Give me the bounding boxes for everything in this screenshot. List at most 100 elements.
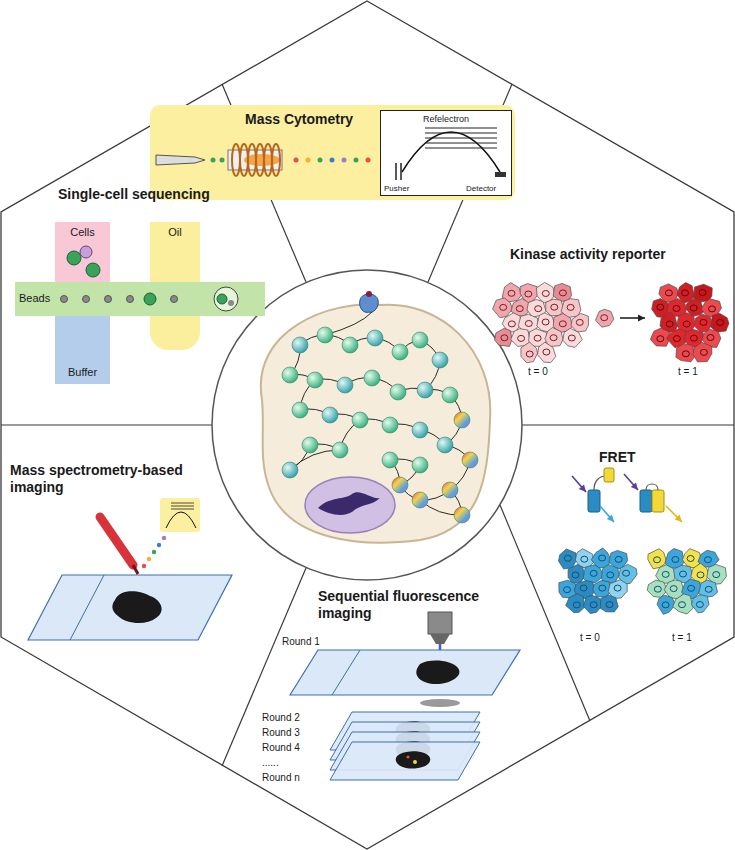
ion-dot xyxy=(162,536,166,540)
tissue-section xyxy=(416,661,459,684)
cell-nucleus xyxy=(542,319,549,325)
ion-dot xyxy=(157,543,161,547)
cell-nucleus xyxy=(688,585,695,591)
section-title: Single-cell sequencing xyxy=(58,186,210,203)
cell-nucleus xyxy=(680,571,687,577)
cell-nucleus xyxy=(690,305,697,311)
fret-acceptor xyxy=(652,490,664,512)
nucleus xyxy=(305,477,395,533)
signaling-protein xyxy=(282,462,298,478)
cell xyxy=(538,342,556,363)
round-label: Round n xyxy=(262,772,300,784)
cell-nucleus xyxy=(673,306,680,312)
stage-disc xyxy=(420,699,460,707)
cell-nucleus xyxy=(601,315,608,321)
signaling-protein xyxy=(382,452,398,468)
objective-lens xyxy=(430,634,450,644)
cell xyxy=(676,344,695,362)
cell-nucleus xyxy=(657,304,664,310)
signaling-protein xyxy=(364,370,380,386)
chromatin xyxy=(318,492,380,515)
cell xyxy=(692,595,709,613)
cell-nucleus xyxy=(518,335,525,341)
sector-divider xyxy=(222,568,306,766)
round-label: Round 2 xyxy=(262,712,300,724)
time-label: t = 1 xyxy=(678,366,698,378)
cell xyxy=(546,299,565,316)
cell-nucleus xyxy=(607,572,614,578)
cell-nucleus xyxy=(713,572,720,578)
cell-nucleus xyxy=(599,555,606,561)
cell-nucleus xyxy=(559,290,566,296)
signaling-protein xyxy=(302,437,318,453)
cell-cluster xyxy=(647,549,726,615)
mini-mirror xyxy=(171,503,194,504)
cell xyxy=(553,283,571,301)
instrument-panel: Mass CytometryRefelectronPusherDetector xyxy=(150,105,515,200)
section-title: FRET xyxy=(599,449,636,466)
cell-nucleus xyxy=(572,572,579,578)
cell-nucleus xyxy=(709,306,716,312)
signaling-protein xyxy=(412,457,428,473)
cell xyxy=(650,328,669,346)
glass-slide xyxy=(290,650,520,695)
cell xyxy=(563,328,582,347)
cell-nucleus xyxy=(526,351,533,357)
signaling-protein xyxy=(417,382,433,398)
node-heading: Beads xyxy=(19,292,50,305)
node-heading: Oil xyxy=(150,226,200,239)
cell-nucleus xyxy=(576,319,583,325)
cell-nucleus xyxy=(690,335,697,341)
signaling-protein xyxy=(454,507,470,523)
cell xyxy=(673,594,693,614)
cell xyxy=(521,342,538,363)
fluorescent-spot xyxy=(406,755,409,758)
cell-nucleus xyxy=(657,336,664,342)
section-title: Sequential fluorescence imaging xyxy=(318,588,518,622)
tissue-section xyxy=(396,751,430,768)
signaling-protein xyxy=(442,387,458,403)
time-label: t = 1 xyxy=(672,632,692,644)
cell-nucleus xyxy=(501,335,508,341)
cell-nucleus xyxy=(525,321,532,327)
sector-illustrations xyxy=(28,282,729,780)
cell xyxy=(699,580,718,597)
arrow-head xyxy=(675,515,682,522)
cell-cluster xyxy=(559,548,638,614)
mini-ion-path xyxy=(166,512,196,528)
cell-nucleus xyxy=(508,321,515,327)
cell xyxy=(600,595,618,612)
slide-division xyxy=(332,650,360,695)
signaling-protein xyxy=(322,407,338,423)
signaling-protein xyxy=(292,337,308,353)
signaling-protein xyxy=(462,452,478,468)
cell-nucleus xyxy=(534,335,541,341)
cell-nucleus xyxy=(673,336,680,342)
sensor-linker xyxy=(646,484,658,490)
slide-division xyxy=(70,575,104,640)
reflectron-box: RefelectronPusherDetector xyxy=(380,110,512,196)
section-title: Mass spectrometry-based imaging xyxy=(10,462,215,496)
fret-acceptor xyxy=(604,468,614,482)
laser-probe xyxy=(100,517,133,565)
arrow-shaft xyxy=(624,474,638,490)
objective-body xyxy=(428,612,452,634)
stacked-slide xyxy=(330,742,480,780)
node-heading: Cells xyxy=(55,226,110,239)
signaling-protein xyxy=(432,352,448,368)
cell xyxy=(693,342,712,362)
signaling-protein xyxy=(367,330,383,346)
buffer-channel: Buffer xyxy=(55,316,110,384)
fluorescent-spot xyxy=(413,760,417,764)
fret-donor xyxy=(588,490,600,512)
time-label: t = 0 xyxy=(528,366,548,378)
cell-nucleus xyxy=(687,556,694,562)
cell-nucleus xyxy=(670,586,677,592)
cell-nucleus xyxy=(599,585,606,591)
arrow-head xyxy=(607,514,614,522)
cell-nucleus xyxy=(542,291,549,297)
cell-nucleus xyxy=(666,321,673,327)
signaling-protein xyxy=(412,422,428,438)
ion-dot xyxy=(147,557,151,561)
